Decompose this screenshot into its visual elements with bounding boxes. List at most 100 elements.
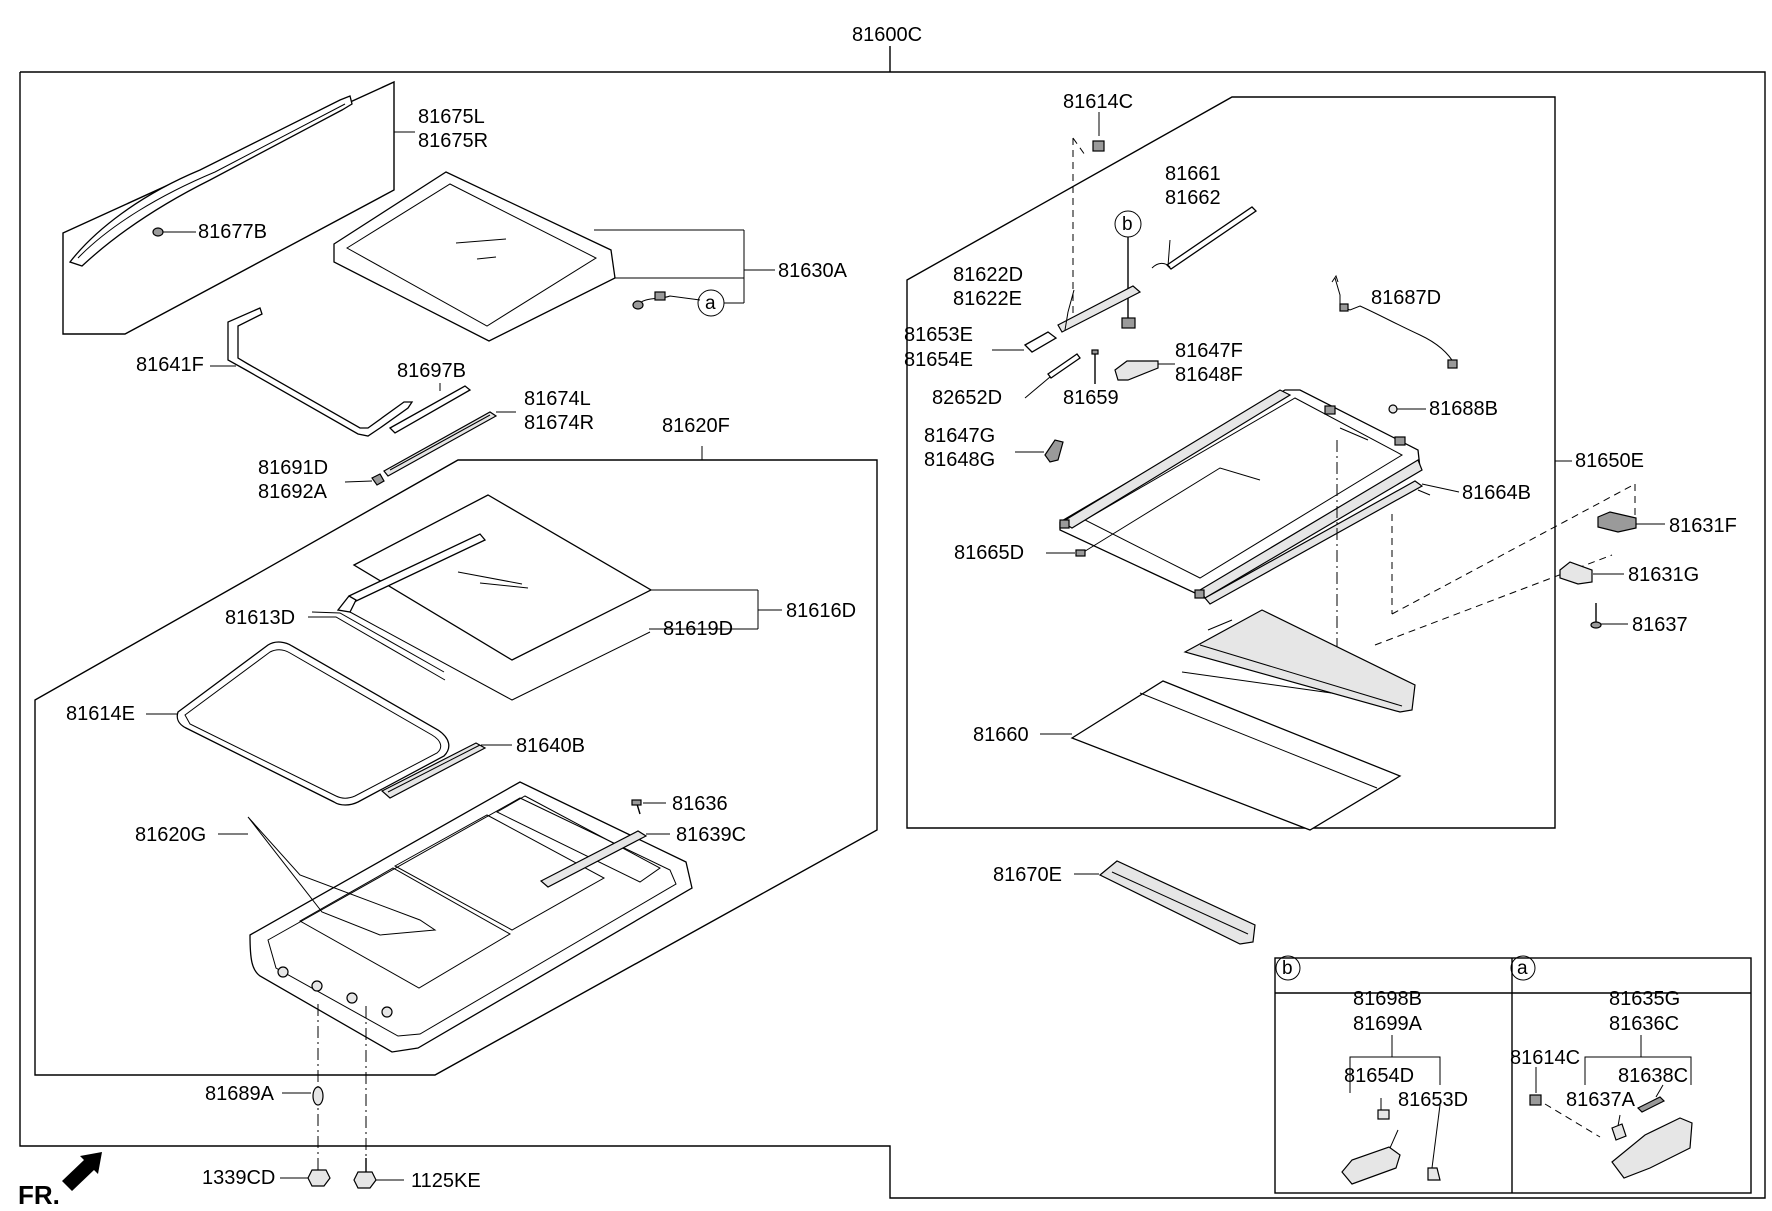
label-81674R: 81674R bbox=[524, 412, 594, 434]
rail-81664B bbox=[1204, 480, 1460, 605]
harness-81687D bbox=[1331, 274, 1458, 369]
label-81600C: 81600C bbox=[852, 24, 922, 46]
fr-arrow-icon bbox=[62, 1152, 102, 1191]
frame-81650E bbox=[1059, 389, 1431, 599]
rod-82652D bbox=[1024, 353, 1081, 399]
label-81674L: 81674L bbox=[524, 388, 591, 410]
molding-strip-81675 bbox=[68, 95, 353, 267]
label-81648F: 81648F bbox=[1175, 364, 1243, 386]
label-81631F: 81631F bbox=[1669, 515, 1737, 537]
screw-81636-icon bbox=[631, 799, 666, 815]
detail-a-drawing: a bbox=[1510, 955, 1693, 1179]
glass-81630A bbox=[333, 171, 775, 342]
nut-1339CD-icon bbox=[280, 1169, 331, 1187]
bracket-81631G-icon bbox=[1559, 561, 1624, 585]
strip-81674 bbox=[383, 411, 516, 477]
label-81639C: 81639C bbox=[676, 824, 746, 846]
label-81654D: 81654D bbox=[1344, 1065, 1414, 1087]
labels: 81600C 81675L 81675R 81677B 81630A 81641… bbox=[18, 24, 1737, 1210]
label-81641F: 81641F bbox=[136, 354, 204, 376]
fr-label: FR. bbox=[18, 1180, 60, 1210]
glass-81616D bbox=[336, 494, 782, 701]
label-81653D: 81653D bbox=[1398, 1089, 1468, 1111]
callout-a-text: a bbox=[705, 293, 716, 314]
label-81697B: 81697B bbox=[397, 360, 466, 382]
label-81636C: 81636C bbox=[1609, 1013, 1679, 1035]
bracket-81653E bbox=[992, 331, 1058, 353]
label-81640B: 81640B bbox=[516, 735, 585, 757]
label-81648G: 81648G bbox=[924, 449, 995, 471]
label-81698B: 81698B bbox=[1353, 988, 1422, 1010]
roof-panel-81620G bbox=[218, 781, 693, 1053]
label-81692A: 81692A bbox=[258, 481, 328, 503]
cable-81665D bbox=[1046, 467, 1261, 557]
shade-links bbox=[1336, 440, 1636, 684]
label-81616D: 81616D bbox=[786, 600, 856, 622]
seal-81613D bbox=[308, 611, 446, 681]
label-81687D: 81687D bbox=[1371, 287, 1441, 309]
label-1125KE: 1125KE bbox=[411, 1170, 481, 1192]
label-1339CD: 1339CD bbox=[202, 1167, 275, 1189]
panel-81650E bbox=[906, 96, 1572, 829]
detail-b-drawing: b bbox=[1275, 955, 1441, 1185]
label-81635G: 81635G bbox=[1609, 988, 1680, 1010]
label-81631G: 81631G bbox=[1628, 564, 1699, 586]
label-81670E: 81670E bbox=[993, 864, 1062, 886]
rod-81661 bbox=[1151, 206, 1258, 270]
label-81675R: 81675R bbox=[418, 130, 488, 152]
label-81614E: 81614E bbox=[66, 703, 135, 725]
label-81653E: 81653E bbox=[904, 324, 973, 346]
bracket-81622D bbox=[1057, 285, 1142, 333]
detail-b-circle: b bbox=[1282, 958, 1293, 979]
label-81661: 81661 bbox=[1165, 163, 1221, 185]
detail-boxes bbox=[1274, 957, 1752, 1194]
label-81620G: 81620G bbox=[135, 824, 206, 846]
bracket-81647F bbox=[1114, 360, 1175, 381]
label-81699A: 81699A bbox=[1353, 1013, 1423, 1035]
label-81654E: 81654E bbox=[904, 349, 973, 371]
label-81691D: 81691D bbox=[258, 457, 328, 479]
sunshade-81660 bbox=[1040, 609, 1416, 831]
detail-a-circle: a bbox=[1517, 958, 1528, 979]
label-81688B: 81688B bbox=[1429, 398, 1498, 420]
callout-a-circle: a bbox=[697, 289, 725, 317]
panel-81620F bbox=[34, 446, 878, 1076]
label-81622E: 81622E bbox=[953, 288, 1022, 310]
deflector-81641F bbox=[210, 307, 414, 437]
label-81664B: 81664B bbox=[1462, 482, 1531, 504]
bar-81639C bbox=[539, 830, 670, 888]
label-81659: 81659 bbox=[1063, 387, 1119, 409]
pin-81659-icon bbox=[1091, 349, 1099, 384]
label-81637A: 81637A bbox=[1566, 1089, 1636, 1111]
bar-81640B bbox=[380, 742, 512, 799]
label-81650E: 81650E bbox=[1575, 450, 1644, 472]
label-81614C-detail: 81614C bbox=[1510, 1047, 1580, 1069]
leader-81614C bbox=[1072, 112, 1105, 323]
label-81637: 81637 bbox=[1632, 614, 1688, 636]
label-81638C: 81638C bbox=[1618, 1065, 1688, 1087]
label-81662: 81662 bbox=[1165, 187, 1221, 209]
label-81647G: 81647G bbox=[924, 425, 995, 447]
grommet-81688B-icon bbox=[1388, 404, 1426, 414]
clip-81677B-icon bbox=[152, 227, 196, 237]
panel-81675 bbox=[62, 80, 415, 335]
label-81614C: 81614C bbox=[1063, 91, 1133, 113]
strip-81697B bbox=[388, 383, 472, 434]
label-81647F: 81647F bbox=[1175, 340, 1243, 362]
label-81630A: 81630A bbox=[778, 260, 848, 282]
label-81660: 81660 bbox=[973, 724, 1029, 746]
wire-harness-a-icon bbox=[632, 291, 744, 310]
clip-81691D-icon bbox=[344, 473, 385, 486]
label-81665D: 81665D bbox=[954, 542, 1024, 564]
label-81613D: 81613D bbox=[225, 607, 295, 629]
bracket-81647G bbox=[1015, 439, 1064, 463]
label-82652D: 82652D bbox=[932, 387, 1002, 409]
label-81620F: 81620F bbox=[662, 415, 730, 437]
motor-81631F-icon bbox=[1597, 511, 1665, 533]
label-81689A: 81689A bbox=[205, 1083, 275, 1105]
label-81675L: 81675L bbox=[418, 106, 485, 128]
label-81677B: 81677B bbox=[198, 221, 267, 243]
bolt-1125KE-icon bbox=[353, 1158, 404, 1189]
outer-frame bbox=[19, 46, 1766, 1199]
